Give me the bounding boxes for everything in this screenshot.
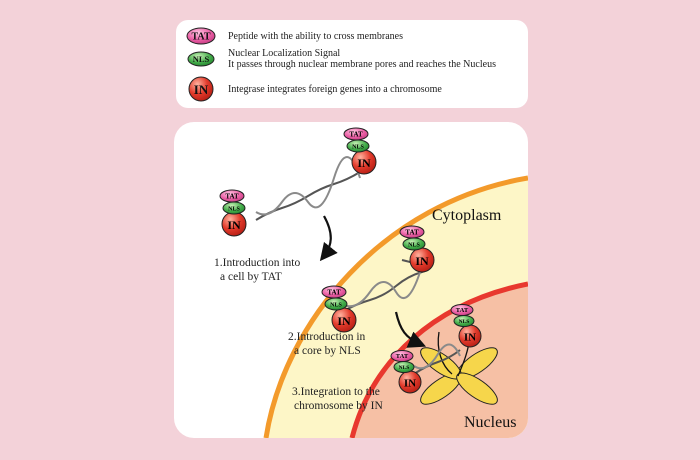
step3-label-line1: 3.Integration to the	[292, 386, 380, 398]
step1-label-line1: 1.Introduction into	[214, 257, 300, 269]
tat-small-label: TAT	[456, 307, 469, 314]
legend-in-text: Integrase integrates foreign genes into …	[228, 84, 442, 95]
cytoplasm-label: Cytoplasm	[432, 207, 502, 224]
nls-small-label: NLS	[228, 207, 240, 213]
tat-small-label: TAT	[396, 353, 409, 360]
in-small-label: IN	[404, 378, 416, 390]
tat-small-label: TAT	[405, 229, 419, 237]
nls-small-label: NLS	[399, 365, 410, 371]
tat-badge-icon: TAT	[186, 26, 216, 46]
in-badge-label: IN	[194, 82, 209, 97]
in-small-label: IN	[357, 156, 371, 170]
tat-small-label: TAT	[327, 289, 341, 297]
step1-label-line2: a cell by TAT	[220, 271, 282, 283]
tat-small-label: TAT	[349, 131, 363, 139]
in-small-label: IN	[415, 254, 429, 268]
diagram-canvas: Cytoplasm Nucleus 1.Introduction into a …	[174, 122, 528, 438]
nucleus-label: Nucleus	[464, 414, 516, 431]
nls-small-label: NLS	[330, 303, 342, 309]
nls-small-label: NLS	[408, 243, 420, 249]
in-unit: IN NLS TAT	[220, 190, 246, 236]
step3-label-line2: chromosome by IN	[294, 400, 383, 412]
in-small-label: IN	[337, 314, 351, 328]
legend-row-tat: TAT Peptide with the ability to cross me…	[186, 26, 403, 46]
in-small-label: IN	[464, 332, 476, 344]
diagram-panel: Cytoplasm Nucleus 1.Introduction into a …	[174, 122, 528, 438]
legend-nls-line2: It passes through nuclear membrane pores…	[228, 59, 496, 70]
legend-row-nls: NLS Nuclear Localization Signal It passe…	[186, 48, 496, 70]
tat-badge-label: TAT	[191, 32, 210, 43]
legend-tat-text: Peptide with the ability to cross membra…	[228, 31, 403, 42]
nls-small-label: NLS	[352, 145, 364, 151]
legend-row-in: IN Integrase integrates foreign genes in…	[186, 75, 442, 103]
nls-small-label: NLS	[459, 319, 470, 325]
in-small-label: IN	[227, 218, 241, 232]
dna-complex-start: IN NLS TAT IN NLS TAT	[220, 128, 376, 236]
legend-nls-text: Nuclear Localization Signal It passes th…	[228, 48, 496, 70]
legend-nls-line1: Nuclear Localization Signal	[228, 48, 496, 59]
tat-small-label: TAT	[225, 193, 239, 201]
step2-label-line2: a core by NLS	[294, 345, 361, 357]
step1-arrow-icon	[324, 216, 331, 256]
nls-badge-icon: NLS	[186, 49, 216, 69]
in-unit: IN NLS TAT	[344, 128, 376, 174]
legend-panel: TAT Peptide with the ability to cross me…	[176, 20, 528, 108]
in-badge-icon: IN	[186, 75, 216, 103]
nls-badge-label: NLS	[193, 54, 210, 64]
step2-label-line1: 2.Introduction in	[288, 331, 366, 343]
